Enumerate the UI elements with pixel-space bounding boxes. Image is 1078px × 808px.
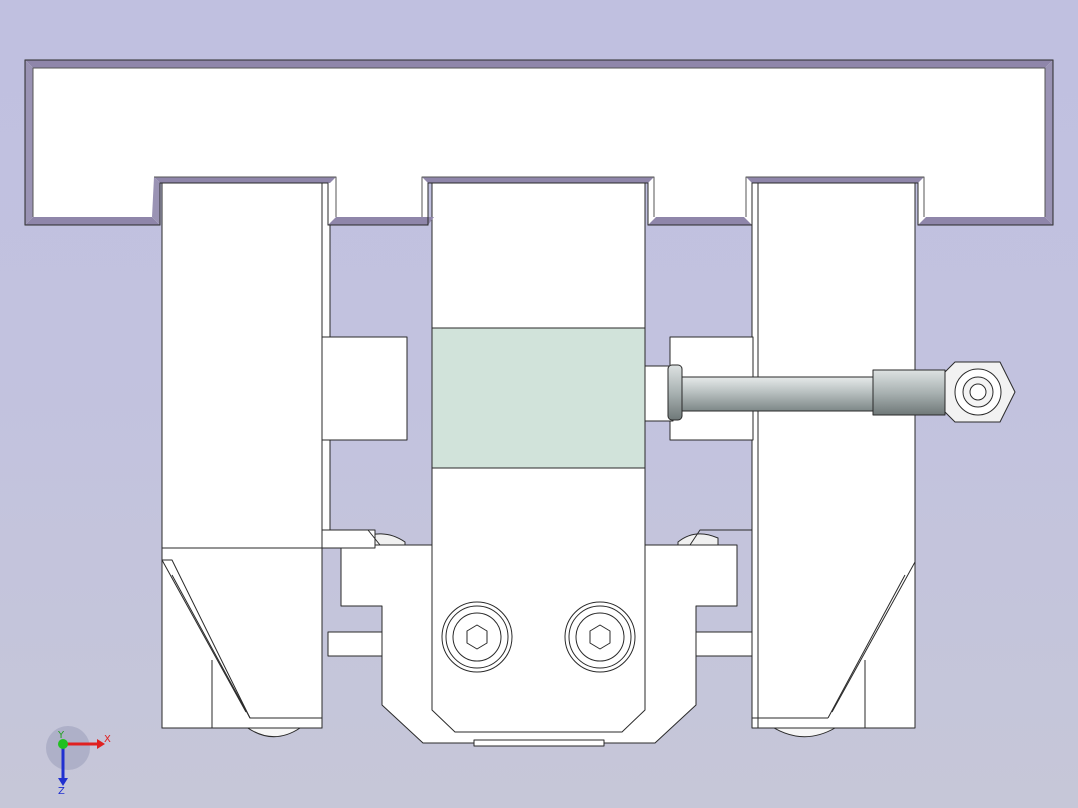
- coordinate-triad: X Y Z: [46, 726, 111, 797]
- gripper-pad: [431, 327, 646, 469]
- z-axis-label: Z: [58, 786, 65, 797]
- y-axis-dot: [58, 739, 68, 749]
- x-axis-label: X: [104, 734, 111, 745]
- top-bracket: [24, 59, 1054, 226]
- left-jaw: [161, 182, 381, 729]
- cap-screw-right: [564, 601, 636, 673]
- center-body: [431, 182, 646, 733]
- y-axis-label: Y: [57, 730, 65, 741]
- cap-screw-left: [441, 601, 513, 673]
- right-jaw: [689, 182, 916, 729]
- left-side-block: [321, 336, 408, 441]
- pneumatic-cylinder: [644, 361, 1016, 423]
